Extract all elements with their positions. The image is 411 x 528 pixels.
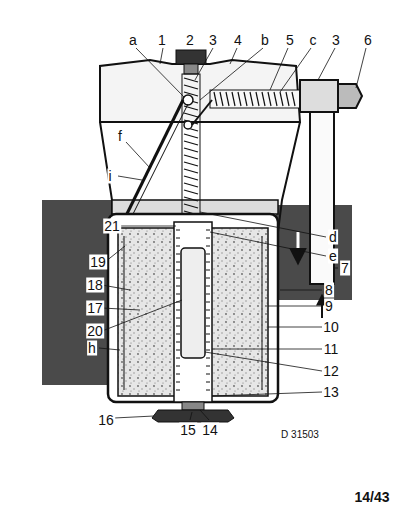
tube-perforation — [176, 230, 210, 390]
drain-stud — [182, 402, 204, 410]
callout-label: 9 — [324, 299, 334, 314]
callout-label: 18 — [86, 278, 104, 293]
callout-label: 13 — [322, 385, 340, 400]
push-rod — [118, 100, 183, 232]
page-number: 14/43 — [353, 490, 390, 505]
callout-label: a — [128, 33, 138, 48]
callout-label: h — [87, 341, 97, 356]
leader-lines — [99, 48, 366, 420]
callout-label: 15 — [179, 423, 197, 438]
callout-label: 4 — [233, 33, 243, 48]
filter-bowl — [108, 214, 278, 402]
callout-label: 10 — [322, 320, 340, 335]
spring-tube — [210, 90, 302, 108]
lever-joint — [184, 121, 192, 129]
union-nut — [338, 84, 362, 108]
callout-label: b — [260, 33, 270, 48]
callout-label: i — [107, 169, 112, 184]
callout-label: 20 — [86, 324, 104, 339]
callout-label: 3 — [331, 33, 341, 48]
callout-label: f — [117, 129, 123, 144]
mount-section — [42, 200, 112, 385]
callout-label: c — [309, 33, 318, 48]
callout-label: e — [328, 249, 338, 264]
callout-label: 2 — [185, 33, 195, 48]
callout-label: 19 — [89, 255, 107, 270]
centre-tube — [174, 222, 212, 402]
callout-label: 14 — [201, 423, 219, 438]
callout-label: 6 — [363, 33, 373, 48]
bolt-shank — [184, 64, 198, 74]
callout-label: 7 — [340, 261, 350, 276]
drawing-number: D 31503 — [280, 429, 320, 440]
element-rod — [124, 236, 262, 390]
callout-label: 5 — [285, 33, 295, 48]
bowl-nut — [152, 410, 234, 422]
inflow-arrow — [321, 296, 323, 318]
callout-label: 17 — [86, 301, 104, 316]
bolt-head — [176, 50, 206, 64]
callout-label: 8 — [324, 283, 334, 298]
union-fitting — [300, 80, 338, 112]
callout-label: 12 — [322, 364, 340, 379]
lever-arm — [192, 100, 212, 125]
centre-spring — [184, 78, 198, 222]
spring-guide — [182, 74, 200, 234]
callout-label: d — [328, 230, 338, 245]
callout-label: 16 — [97, 413, 115, 428]
horizontal-spring — [214, 92, 295, 106]
lever-pivot — [183, 95, 193, 105]
callout-label: 11 — [323, 342, 340, 357]
callout-label: 1 — [157, 33, 167, 48]
callout-label: 21 — [103, 219, 121, 234]
callout-label: 3 — [208, 33, 218, 48]
inner-cartridge — [181, 248, 205, 358]
flow-arrow — [297, 232, 300, 262]
